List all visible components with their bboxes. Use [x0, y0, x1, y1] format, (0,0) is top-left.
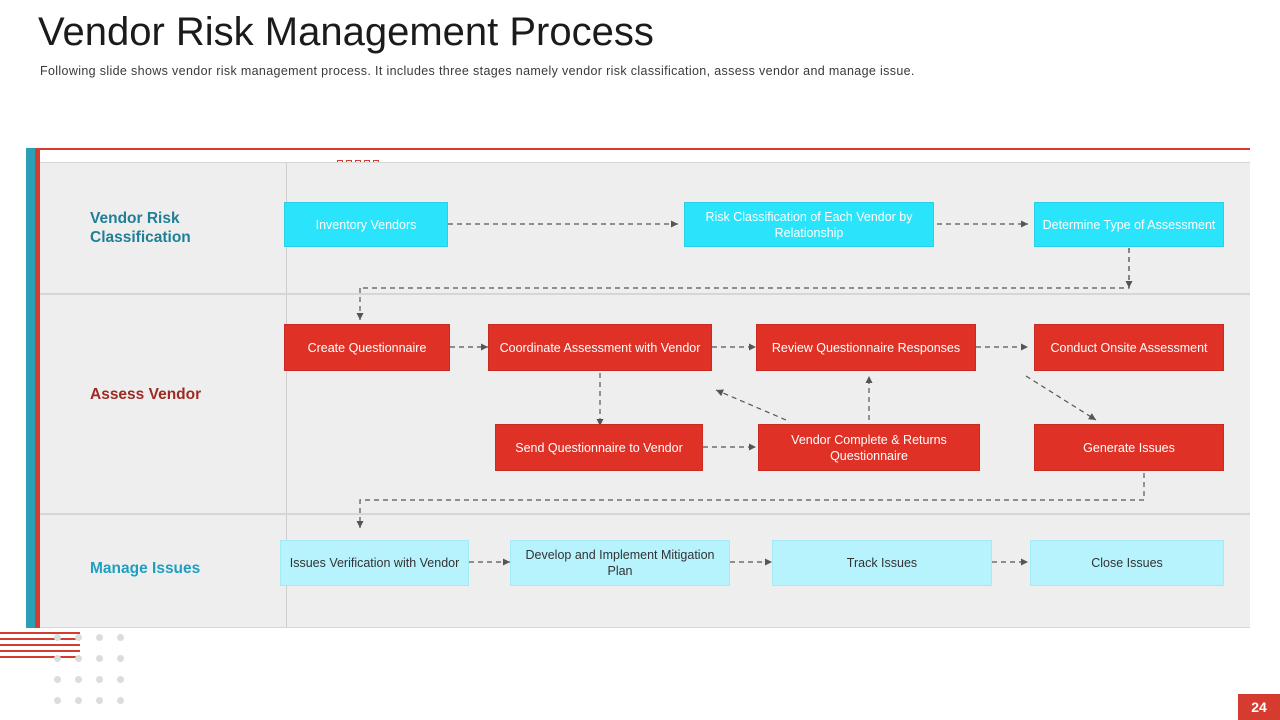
stage-label-assess-vendor: Assess Vendor — [90, 386, 202, 403]
top-accent-rule — [35, 148, 1250, 150]
step-conduct-onsite-assessment[interactable]: Conduct Onsite Assessment — [1034, 324, 1224, 371]
step-review-responses[interactable]: Review Questionnaire Responses — [756, 324, 976, 371]
stage-label-line-1: Vendor Risk — [90, 210, 180, 227]
step-risk-classification[interactable]: Risk Classification of Each Vendor by Re… — [684, 202, 934, 247]
step-vendor-complete-returns[interactable]: Vendor Complete & Returns Questionnaire — [758, 424, 980, 471]
step-issues-verification[interactable]: Issues Verification with Vendor — [280, 540, 469, 586]
step-determine-assessment-type[interactable]: Determine Type of Assessment — [1034, 202, 1224, 247]
decorative-lines — [0, 632, 80, 666]
step-generate-issues[interactable]: Generate Issues — [1034, 424, 1224, 471]
process-diagram: Vendor Risk Classification Assess Vendor… — [26, 148, 1250, 628]
left-accent-bar-teal — [26, 148, 35, 628]
page-number-badge: 24 — [1238, 694, 1280, 720]
step-track-issues[interactable]: Track Issues — [772, 540, 992, 586]
step-create-questionnaire[interactable]: Create Questionnaire — [284, 324, 450, 371]
step-send-questionnaire[interactable]: Send Questionnaire to Vendor — [495, 424, 703, 471]
stage-label-vendor-risk-classification: Vendor Risk Classification — [90, 209, 280, 247]
step-close-issues[interactable]: Close Issues — [1030, 540, 1224, 586]
step-inventory-vendors[interactable]: Inventory Vendors — [284, 202, 448, 247]
stage-label-line-2: Classification — [90, 229, 191, 246]
step-develop-mitigation-plan[interactable]: Develop and Implement Mitigation Plan — [510, 540, 730, 586]
page-subtitle: Following slide shows vendor risk manage… — [40, 64, 915, 78]
decorative-dots — [54, 634, 138, 718]
panel-divider — [286, 295, 287, 513]
page-title: Vendor Risk Management Process — [38, 10, 654, 54]
step-coordinate-assessment[interactable]: Coordinate Assessment with Vendor — [488, 324, 712, 371]
left-accent-bar-red — [35, 148, 40, 628]
stage-label-manage-issues: Manage Issues — [90, 560, 201, 577]
